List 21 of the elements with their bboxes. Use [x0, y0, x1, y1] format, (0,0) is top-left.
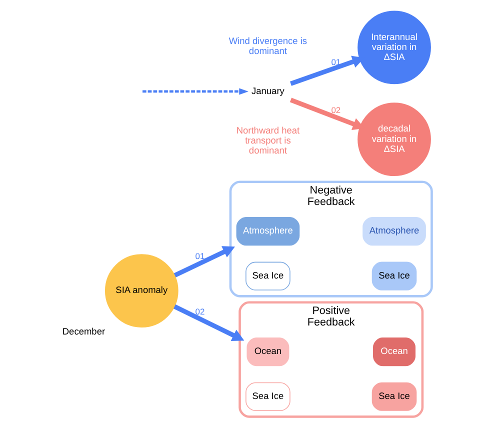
label: Wind divergence is dominant [228, 36, 308, 56]
node-label: December [62, 326, 106, 336]
edge-label: 01 [195, 250, 205, 261]
node-box: Sea Ice [246, 382, 290, 411]
node-circle: Interannual variation in ΔSIA [358, 10, 431, 84]
edge-label: 02 [195, 306, 205, 317]
node-box: Ocean [246, 338, 290, 366]
arrow [142, 88, 248, 95]
arrow [174, 304, 244, 341]
label: Northward heat transport is dominant [236, 125, 300, 156]
arrow [174, 246, 235, 278]
node-circle: SIA anomaly [104, 254, 178, 328]
node-box: Ocean [373, 338, 416, 366]
node-box: Atmosphere [362, 217, 426, 246]
node-box: Sea Ice [372, 382, 417, 411]
node-box: Sea Ice [372, 262, 417, 290]
node-text: January [252, 86, 284, 96]
node-box: Atmosphere [236, 217, 300, 246]
edge-label: 02 [331, 104, 341, 115]
node-box: Sea Ice [246, 262, 290, 290]
node-circle: decadal variation in ΔSIA [358, 102, 431, 176]
